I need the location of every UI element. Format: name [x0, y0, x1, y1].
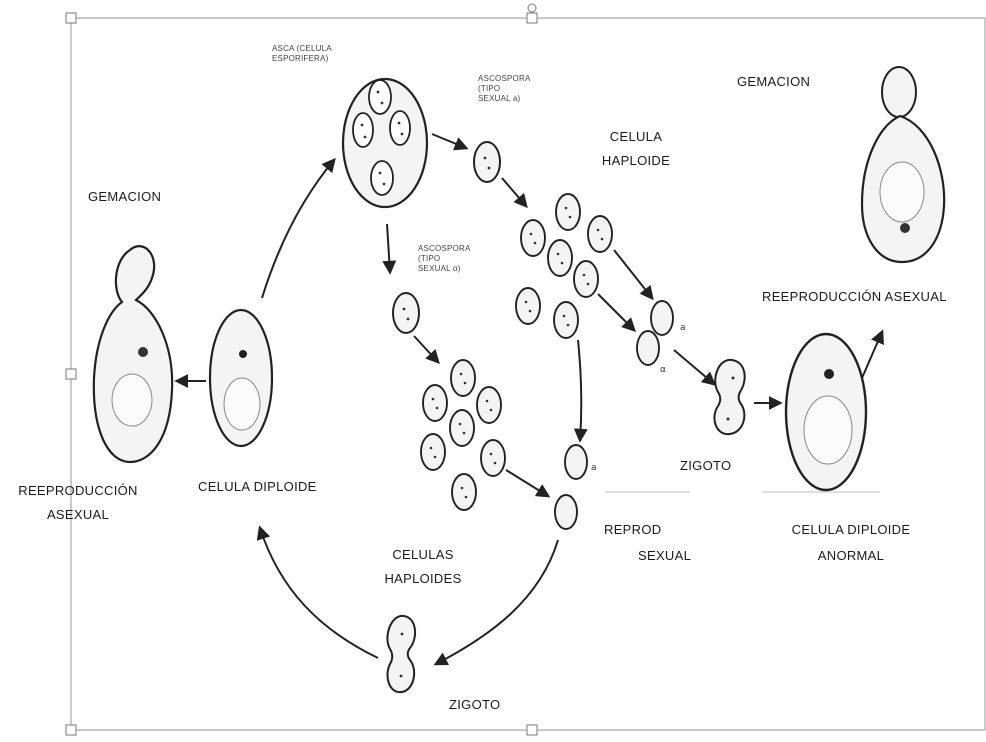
arrow-ascospora-a-to-cluster — [502, 178, 526, 206]
arrow-diploid-to-asca — [262, 160, 334, 298]
resize-handle-bottom-center[interactable] — [527, 725, 537, 735]
resize-handle-mid-left[interactable] — [66, 369, 76, 379]
label-reprod-sexual: REPROD SEXUAL — [604, 517, 691, 569]
arrow-cluster-to-pair-upper-2 — [598, 294, 634, 330]
arrows — [177, 134, 882, 664]
label-reprod-sexual-line-2: SEXUAL — [604, 543, 691, 569]
arrow-asca-to-ascospora-alpha — [387, 224, 390, 272]
label-celulas-haploides-line-2: HAPLOIDES — [368, 567, 478, 591]
ascospora-a — [474, 142, 500, 182]
label-reproduccion-asexual-left-line-1: REEPRODUCCIÓN — [8, 479, 148, 503]
haploid-cluster-alpha — [421, 360, 505, 510]
zigoto-right-cell — [714, 360, 744, 434]
label-ascospora-alpha-line-1: ASCOSPORA — [418, 244, 470, 254]
celula-diploide-cell — [210, 310, 272, 446]
label-zigoto-bottom: ZIGOTO — [449, 697, 500, 712]
rotate-handle[interactable] — [528, 4, 536, 12]
label-reproduccion-asexual-right: REEPRODUCCIÓN ASEXUAL — [762, 289, 947, 304]
svg-text:a: a — [591, 463, 597, 473]
arrow-asca-to-ascospora-a — [432, 134, 466, 148]
zigoto-bottom-cell — [387, 616, 415, 692]
arrow-zigoto-bottom-to-diploid — [260, 528, 378, 658]
svg-text:α: α — [660, 365, 666, 375]
haploid-cluster-a — [516, 194, 612, 338]
label-ascospora-alpha-line-3: SEXUAL α) — [418, 264, 470, 274]
label-asca-line-2: ESPORIFERA) — [272, 54, 332, 64]
arrow-ascospora-alpha-to-cluster — [414, 336, 438, 362]
label-gemacion-left: GEMACION — [88, 189, 161, 204]
arrow-pair-upper-to-zigoto — [674, 350, 714, 384]
label-reproduccion-asexual-left: REEPRODUCCIÓN ASEXUAL — [8, 479, 148, 527]
ascospora-alpha — [393, 293, 419, 333]
label-ascospora-a-line-3: SEXUAL a) — [478, 94, 530, 104]
resize-handle-top-left[interactable] — [66, 13, 76, 23]
label-ascospora-a: ASCOSPORA (TIPO SEXUAL a) — [478, 74, 530, 104]
celula-diploide-anormal-cell — [786, 334, 866, 490]
budding-cell-right — [862, 67, 944, 262]
label-celulas-haploides-line-1: CELULAS — [368, 543, 478, 567]
label-reproduccion-asexual-left-line-2: ASEXUAL — [8, 503, 148, 527]
label-celula-diploide-anormal-line-2: ANORMAL — [786, 543, 916, 569]
arrow-anormal-to-reproduccion — [862, 332, 882, 378]
label-celula-haploide: CELULA HAPLOIDE — [596, 125, 676, 173]
resize-handle-top-center[interactable] — [527, 13, 537, 23]
mating-pair-lower: a — [555, 445, 597, 529]
budding-cell-left — [94, 246, 172, 462]
label-celula-diploide-anormal-line-1: CELULA DIPLOIDE — [786, 517, 916, 543]
label-ascospora-alpha-line-2: (TIPO — [418, 254, 470, 264]
resize-handle-bottom-left[interactable] — [66, 725, 76, 735]
mating-pair-upper: a α — [637, 301, 686, 375]
label-reprod-sexual-line-1: REPROD — [604, 517, 691, 543]
svg-text:a: a — [680, 323, 686, 333]
label-celulas-haploides: CELULAS HAPLOIDES — [368, 543, 478, 591]
label-gemacion-right: GEMACION — [737, 74, 810, 89]
label-ascospora-a-line-1: ASCOSPORA — [478, 74, 530, 84]
arrow-cluster-alpha-to-pair-lower — [506, 470, 548, 496]
arrow-cluster-to-pair-lower — [578, 340, 581, 440]
label-celula-diploide-anormal: CELULA DIPLOIDE ANORMAL — [786, 517, 916, 569]
label-celula-haploide-line-2: HAPLOIDE — [596, 149, 676, 173]
label-asca: ASCA (CELULA ESPORIFERA) — [272, 44, 332, 64]
label-celula-diploide: CELULA DIPLOIDE — [198, 479, 317, 494]
label-celula-haploide-line-1: CELULA — [596, 125, 676, 149]
label-ascospora-a-line-2: (TIPO — [478, 84, 530, 94]
label-ascospora-alpha: ASCOSPORA (TIPO SEXUAL α) — [418, 244, 470, 274]
arrow-cluster-to-pair-upper-1 — [614, 250, 652, 298]
asca-cell — [343, 79, 427, 207]
label-asca-line-1: ASCA (CELULA — [272, 44, 332, 54]
label-zigoto-right: ZIGOTO — [680, 458, 731, 473]
